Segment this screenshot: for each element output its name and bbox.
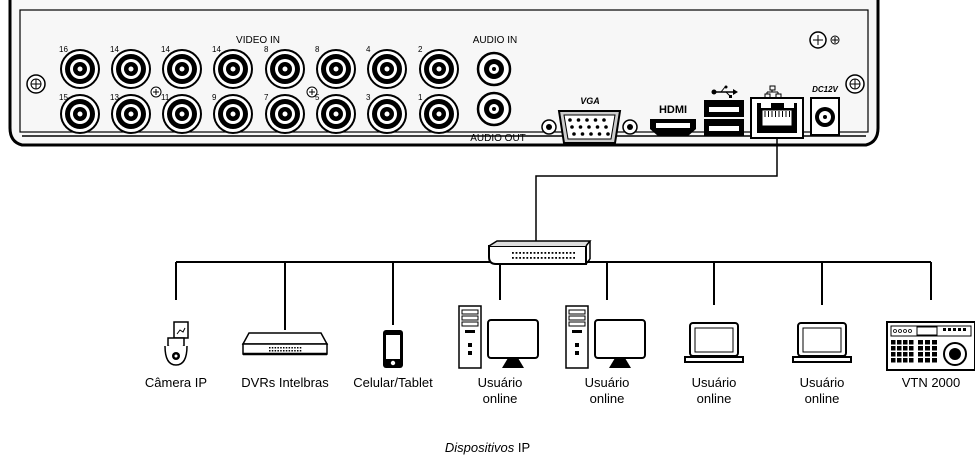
device-label: Celular/Tablet — [353, 375, 433, 390]
bnc-connector — [213, 94, 253, 134]
smartphone-icon — [383, 330, 403, 368]
audio-out-label: AUDIO OUT — [470, 133, 526, 144]
desktop-computer-icon — [565, 305, 646, 369]
device-label: Usuário online — [799, 375, 845, 406]
bnc-connector — [60, 49, 100, 89]
bnc-connector — [111, 94, 151, 134]
audio-in-connector — [476, 51, 512, 87]
left-screw-icon — [26, 74, 46, 94]
ground-screw-icon — [809, 31, 840, 49]
dvr-icon — [241, 332, 329, 356]
channel-number: 13 — [110, 93, 119, 102]
power-port: DC12V — [810, 85, 840, 136]
bnc-connector — [316, 49, 356, 89]
caption-normal: IP — [517, 440, 531, 455]
bnc-connector — [162, 49, 202, 89]
power-label: DC12V — [812, 85, 838, 94]
bnc-connectors — [60, 49, 459, 134]
small-screw-icon — [306, 86, 318, 98]
device-label: Usuário online — [477, 375, 523, 406]
bnc-connector — [265, 94, 305, 134]
bnc-connector — [367, 94, 407, 134]
keyboard-controller-icon — [886, 321, 975, 371]
usb-icon — [711, 85, 738, 98]
laptop-icon — [792, 322, 852, 363]
device-label: VTN 2000 — [901, 375, 961, 390]
channel-number: 14 — [161, 45, 170, 54]
video-in-label: VIDEO IN — [236, 35, 280, 46]
bnc-connector — [162, 94, 202, 134]
channel-number: 16 — [59, 45, 68, 54]
channel-number: 15 — [59, 93, 68, 102]
channel-number: 14 — [212, 45, 221, 54]
ip-camera-icon — [164, 321, 189, 366]
bnc-connector — [419, 49, 459, 89]
device-label: DVRs Intelbras — [241, 375, 329, 390]
bnc-connector — [111, 49, 151, 89]
device-label: Câmera IP — [144, 375, 208, 390]
channel-number: 11 — [161, 93, 170, 102]
channel-number: 5 — [315, 93, 320, 102]
audio-out-connector — [476, 91, 512, 127]
usb-ports — [704, 85, 744, 136]
vga-label: VGA — [580, 96, 600, 106]
recorder-rear-panel: VIDEO IN AUDIO IN AUDIO OUT 16 14 14 14 8 8 4 2… — [8, 0, 880, 147]
figure-caption: Dispositivos IP — [0, 440, 975, 455]
channel-number: 3 — [366, 93, 371, 102]
laptop-icon — [684, 322, 744, 363]
device-label: Usuário online — [584, 375, 630, 406]
channel-number: 1 — [418, 93, 423, 102]
hdmi-label: HDMI — [659, 104, 687, 116]
vga-port: VGA — [541, 96, 638, 144]
channel-number: 14 — [110, 45, 119, 54]
audio-in-label: AUDIO IN — [473, 35, 517, 46]
desktop-computer-icon — [458, 305, 539, 369]
bnc-connector — [213, 49, 253, 89]
network-cabling — [175, 138, 932, 330]
channel-number: 9 — [212, 93, 217, 102]
channel-number: 8 — [315, 45, 320, 54]
ethernet-port — [750, 85, 804, 139]
bnc-connector — [265, 49, 305, 89]
bnc-connector — [419, 94, 459, 134]
right-screw-icon — [845, 74, 865, 94]
channel-number: 7 — [264, 93, 269, 102]
bnc-connector — [316, 94, 356, 134]
caption-italic: Dispositivos — [444, 440, 515, 455]
hdmi-port: HDMI — [650, 104, 696, 136]
bnc-connector — [60, 94, 100, 134]
bnc-connector — [367, 49, 407, 89]
device-label: Usuário online — [691, 375, 737, 406]
small-screw-icon — [150, 86, 162, 98]
channel-number: 8 — [264, 45, 269, 54]
channel-number: 2 — [418, 45, 423, 54]
network-switch-icon — [488, 240, 592, 265]
channel-number: 4 — [366, 45, 371, 54]
bnc-channel-numbers: 16 14 14 14 8 8 4 2 15 13 11 9 7 5 3 1 — [59, 45, 423, 102]
